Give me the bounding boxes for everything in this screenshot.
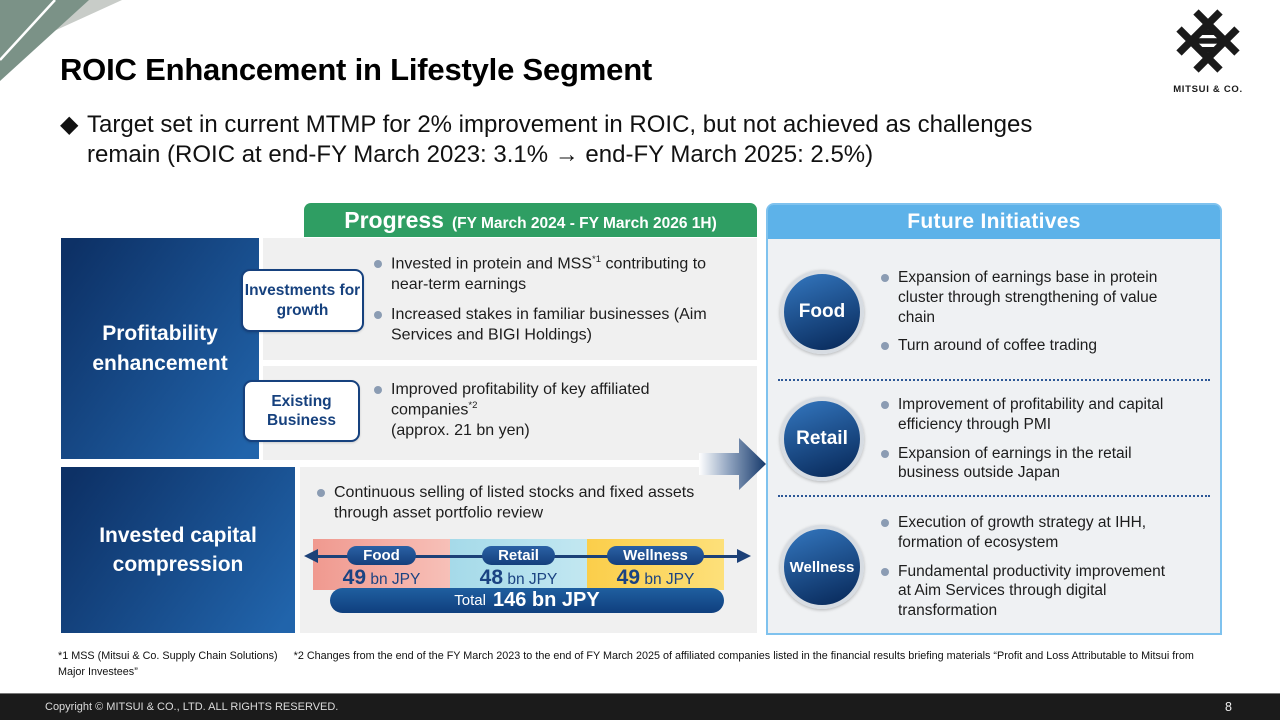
bullet-item: Expansion of earnings base in protein cl… (880, 268, 1180, 327)
segment-wellness-value: 49 bn JPY (616, 566, 695, 589)
footer-bar: Copyright © MITSUI & CO., LTD. ALL RIGHT… (0, 693, 1280, 720)
row-label-invested-capital: Invested capital compression (61, 467, 295, 633)
left-arrowhead-icon (304, 549, 318, 563)
key-message: ◆ Target set in current MTMP for 2% impr… (60, 110, 1227, 170)
segment-retail-pill: Retail (482, 546, 555, 565)
tag-investments-for-growth: Investments for growth (241, 269, 364, 332)
footnote-1: *1 MSS (Mitsui & Co. Supply Chain Soluti… (58, 650, 278, 662)
key-message-line2: remain (ROIC at end-FY March 2023: 3.1% … (87, 141, 874, 168)
capital-bullet-list: Continuous selling of listed stocks and … (316, 483, 716, 534)
segment-food-pill: Food (347, 546, 416, 565)
logo-text: MITSUI & CO. (1173, 84, 1243, 95)
future-initiatives-panel: Future Initiatives Food Expansion of ear… (766, 203, 1222, 635)
bullet-item: Invested in protein and MSS*1 contributi… (373, 254, 725, 295)
investments-bullet-list: Invested in protein and MSS*1 contributi… (373, 254, 725, 356)
future-row-retail: Retail Improvement of profitability and … (780, 387, 1180, 491)
food-bullet-list: Expansion of earnings base in protein cl… (880, 268, 1180, 356)
progress-period: (FY March 2024 - FY March 2026 1H) (451, 215, 717, 232)
progress-title: Progress (344, 207, 444, 233)
segment-retail-value: 48 bn JPY (479, 566, 558, 589)
progress-block-capital: Continuous selling of listed stocks and … (300, 467, 757, 633)
bullet-item: Improved profitability of key affiliated… (373, 380, 725, 441)
wellness-bullet-list: Execution of growth strategy at IHH, for… (880, 513, 1180, 620)
dotted-divider (778, 379, 1210, 381)
segment-food: Food 49 bn JPY (313, 539, 450, 590)
tag-existing-business: Existing Business (243, 380, 360, 442)
bullet-item: Turn around of coffee trading (880, 336, 1180, 356)
food-circle-badge: Food (780, 270, 864, 354)
right-arrowhead-icon (737, 549, 751, 563)
bullet-item: Fundamental productivity improvement at … (880, 562, 1180, 621)
segment-wellness-pill: Wellness (607, 546, 704, 565)
progress-block-investments: Invested in protein and MSS*1 contributi… (263, 238, 757, 360)
segment-wellness: Wellness 49 bn JPY (587, 539, 724, 590)
total-label: Total (454, 592, 486, 609)
key-message-line1: Target set in current MTMP for 2% improv… (87, 111, 1033, 138)
page-number: 8 (1225, 699, 1232, 714)
footnote-2: *2 Changes from the end of the FY March … (58, 650, 1194, 678)
bullet-item: Execution of growth strategy at IHH, for… (880, 513, 1180, 552)
retail-circle-badge: Retail (780, 397, 864, 481)
corner-decoration-icon (0, 0, 122, 81)
diamond-bullet-icon: ◆ (60, 111, 79, 138)
page-title: ROIC Enhancement in Lifestyle Segment (60, 52, 653, 87)
flow-arrow-icon (699, 438, 766, 490)
footnotes: *1 MSS (Mitsui & Co. Supply Chain Soluti… (58, 649, 1222, 680)
row-label-profitability: Profitability enhancement (61, 238, 259, 459)
bullet-item: Improvement of profitability and capital… (880, 395, 1180, 434)
mitsui-logo: MITSUI & CO. (1150, 6, 1266, 95)
existing-bullet-list: Improved profitability of key affiliated… (373, 380, 725, 451)
dotted-divider (778, 495, 1210, 497)
segment-food-value: 49 bn JPY (342, 566, 421, 589)
bullet-item: Continuous selling of listed stocks and … (316, 483, 716, 524)
future-row-food: Food Expansion of earnings base in prote… (780, 247, 1180, 377)
divestment-bar: Food 49 bn JPY Retail 48 bn JPY Wellness… (313, 539, 724, 590)
retail-bullet-list: Improvement of profitability and capital… (880, 395, 1180, 483)
total-value: 146 bn JPY (492, 589, 600, 611)
bullet-item: Increased stakes in familiar businesses … (373, 305, 725, 346)
future-initiatives-header: Future Initiatives (768, 205, 1220, 239)
copyright-text: Copyright © MITSUI & CO., LTD. ALL RIGHT… (45, 700, 339, 713)
mitsui-emblem-icon (1176, 9, 1240, 73)
wellness-circle-badge: Wellness (780, 525, 864, 609)
bullet-item: Expansion of earnings in the retail busi… (880, 444, 1180, 483)
progress-header: Progress (FY March 2024 - FY March 2026 … (304, 203, 757, 237)
divestment-total: Total 146 bn JPY (330, 588, 724, 613)
future-row-wellness: Wellness Execution of growth strategy at… (780, 501, 1180, 633)
segment-retail: Retail 48 bn JPY (450, 539, 587, 590)
